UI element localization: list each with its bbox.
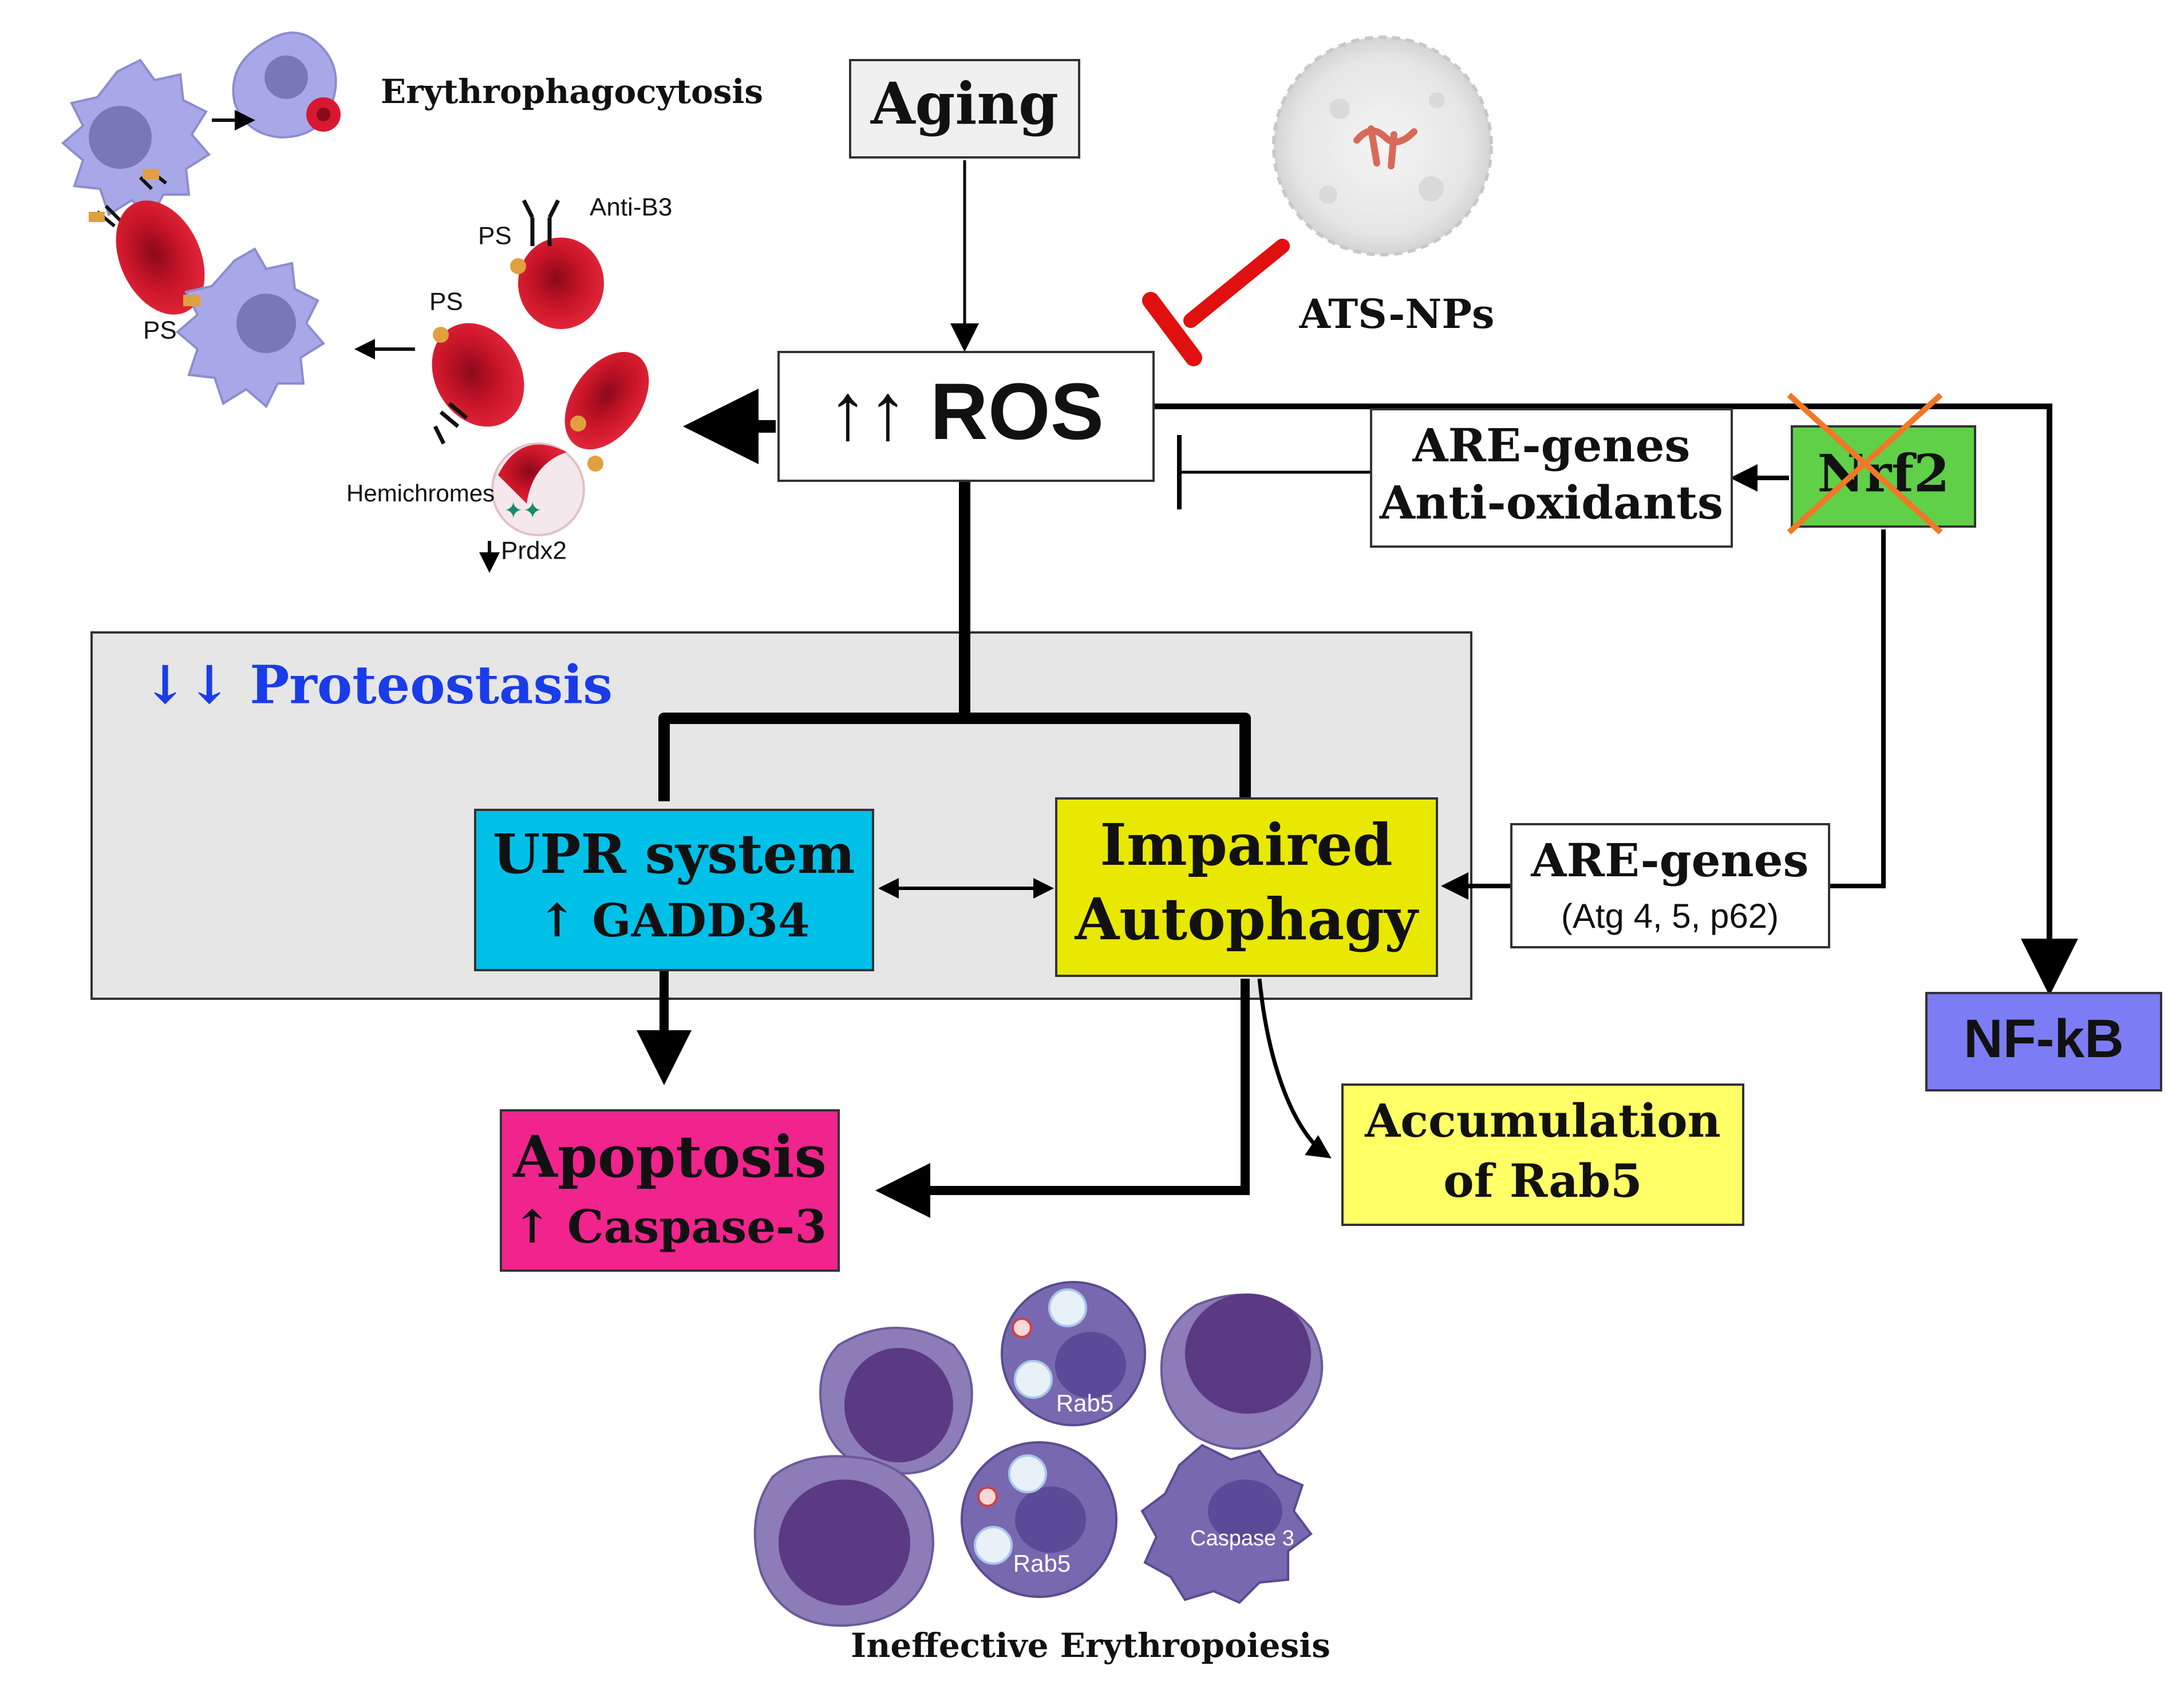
are-antioxidants-box — [1370, 408, 1733, 548]
rab5-label-1: Accumulation — [1364, 1094, 1721, 1148]
caspase3-cell-label: Caspase 3 — [1190, 1526, 1294, 1550]
rab5-cell-label-1: Rab5 — [1056, 1390, 1113, 1417]
connector-nrf2-to-are-autophagy — [1829, 529, 1886, 888]
arrow-ros-to-nfkb — [1154, 404, 2078, 996]
apoptosis-label-2: ↑ Caspase-3 — [513, 1200, 827, 1253]
autophagy-box — [1055, 797, 1438, 977]
upr-label-1: UPR system — [492, 822, 855, 886]
rbc-icon — [432, 323, 524, 427]
erythroblast-cluster: Rab5 Rab5 Caspase 3 — [753, 1281, 1324, 1627]
prdx2-label: Prdx2 — [501, 537, 567, 565]
apoptosis-label-1: Apoptosis — [512, 1123, 827, 1190]
aging-box — [849, 59, 1080, 159]
macrophage-icon — [61, 58, 211, 220]
ros-label: ↑↑ ROS — [828, 366, 1104, 456]
arrow-autophagy-to-rab5 — [1257, 978, 1332, 1158]
ps-label-3: PS — [429, 288, 463, 316]
autophagy-label-2: Autophagy — [1075, 885, 1420, 953]
nrf2-knockout-cross — [1787, 393, 1943, 535]
hemichrome-mark: ✦✦ — [504, 499, 542, 524]
ineffective-erythropoiesis-caption: Ineffective Erythropoiesis — [851, 1626, 1330, 1665]
are-autophagy-box — [1510, 823, 1830, 948]
erythrophagocytosis-label: Erythrophagocytosis — [381, 72, 763, 111]
nfkb-label: NF-kB — [1964, 1008, 2124, 1069]
rab5-box — [1341, 1083, 1744, 1226]
nrf2-label: Nrf2 — [1817, 444, 1949, 504]
ros-box — [777, 351, 1155, 482]
ps-label-1: PS — [143, 317, 177, 345]
inhibitor-bar — [1142, 292, 1202, 366]
arrow-autophagy-to-apoptosis — [875, 979, 1250, 1218]
autophagy-label-1: Impaired — [1100, 811, 1393, 879]
rbc-icon — [518, 238, 604, 329]
rbc-panel: Erythrophagocytosis PS Anti-B3 PS PS — [61, 31, 763, 573]
connector-ros-branches — [658, 713, 1251, 801]
rbc-icon — [116, 200, 205, 315]
rab5-label-2: of Rab5 — [1443, 1154, 1642, 1208]
aging-label: Aging — [870, 70, 1059, 137]
upr-label-2: ↑ GADD34 — [538, 893, 809, 947]
inhibitor-ats-nps — [1183, 239, 1290, 328]
proteostasis-label: ↓↓ Proteostasis — [143, 654, 613, 716]
rab5-cell-label-2: Rab5 — [1013, 1550, 1071, 1577]
are-antioxidants-label-2: Anti-oxidants — [1379, 476, 1723, 529]
are-autophagy-label-2: (Atg 4, 5, p62) — [1561, 897, 1779, 935]
apoptosis-box — [500, 1109, 840, 1272]
nanoparticle-icon — [1272, 35, 1493, 256]
nfkb-box — [1925, 992, 2162, 1091]
macrophage-icon — [175, 247, 326, 409]
are-autophagy-label-1: ARE-genes — [1530, 833, 1808, 887]
rbc-icon — [564, 351, 649, 450]
ats-nps-label: ATS-NPs — [1299, 290, 1495, 338]
macrophage-engulfing-icon — [232, 31, 341, 139]
anti-b3-label: Anti-B3 — [590, 193, 672, 221]
upr-box — [474, 809, 874, 971]
are-antioxidants-label-1: ARE-genes — [1412, 418, 1690, 472]
ps-label-2: PS — [478, 222, 512, 250]
hemichromes-label: Hemichromes — [346, 480, 495, 507]
